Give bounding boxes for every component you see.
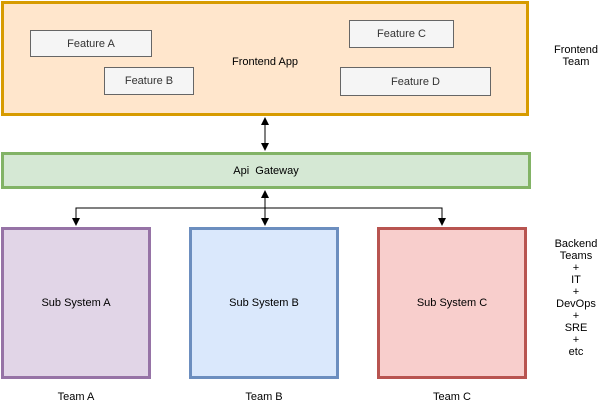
backend-teams-line: DevOps — [556, 298, 596, 310]
frontend-team-label: Frontend Team — [544, 44, 600, 68]
feature-d-box: Feature D — [340, 67, 491, 96]
backend-teams-line: + — [572, 334, 580, 346]
team-c-label: Team C — [433, 391, 471, 403]
sub-system-c-box: Sub System C — [377, 227, 527, 379]
sub-system-b-box: Sub System B — [189, 227, 339, 379]
frontend-team-line: Team — [562, 56, 590, 68]
api-gateway-box: Api Gateway — [1, 152, 531, 189]
sub-system-a-box: Sub System A — [1, 227, 151, 379]
gateway-subsystem-a-connector — [72, 207, 265, 226]
team-a-label: Team A — [57, 391, 95, 403]
backend-teams-label: Backend Teams + IT + DevOps + SRE + etc — [544, 238, 600, 358]
backend-teams-line: Teams — [559, 250, 593, 262]
feature-a-box: Feature A — [30, 30, 152, 57]
frontend-app-label: Frontend App — [232, 56, 299, 68]
sub-system-a-label: Sub System A — [41, 297, 111, 309]
frontend-app-box: Frontend App — [1, 1, 529, 116]
api-gateway-label: Api Gateway — [233, 164, 299, 177]
frontend-team-line: Frontend — [553, 44, 599, 56]
feature-b-box: Feature B — [104, 67, 194, 95]
backend-teams-line: IT — [571, 274, 581, 286]
backend-teams-line: Backend — [554, 238, 598, 250]
backend-teams-line: + — [572, 310, 580, 322]
backend-teams-line: etc — [568, 346, 584, 358]
gateway-subsystem-c-connector — [265, 207, 446, 226]
backend-teams-line: SRE — [564, 322, 588, 334]
sub-system-c-label: Sub System C — [416, 297, 488, 309]
feature-c-box: Feature C — [349, 20, 454, 48]
team-b-label: Team B — [245, 391, 283, 403]
backend-teams-line: + — [572, 262, 580, 274]
sub-system-b-label: Sub System B — [229, 297, 299, 309]
backend-teams-line: + — [572, 286, 580, 298]
